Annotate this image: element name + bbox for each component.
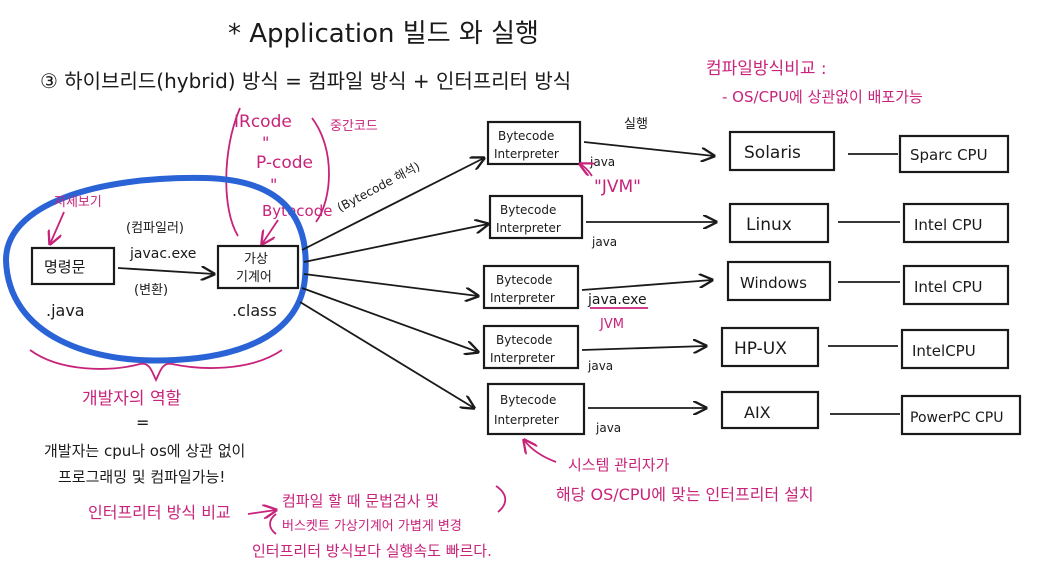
os-box-1 — [728, 130, 836, 172]
class-box — [216, 244, 300, 290]
fan-arrow-4 — [301, 287, 478, 352]
compile-compare-title: 컴파일방식비교 : — [706, 59, 827, 79]
interp-compare-line1: 컴파일 할 때 문법검사 및 — [282, 492, 439, 510]
interpreter-1-line1: Bytecode — [498, 129, 554, 143]
cpu-label-3: Intel CPU — [914, 278, 982, 296]
interpreter-4-line2: Interpreter — [490, 351, 555, 365]
interpreter-box-4 — [482, 324, 580, 370]
class-box-line2: 기계어 — [236, 270, 272, 285]
interpreter-4-line1: Bytecode — [496, 333, 552, 347]
source-box — [30, 246, 116, 286]
os-box-2 — [728, 202, 830, 244]
fan-arrow-1 — [301, 158, 484, 251]
middle-code-label: 중간코드 — [330, 119, 378, 134]
compiler-label: (컴파일러) — [126, 221, 184, 236]
run-label: 실행 — [624, 116, 648, 132]
interpreter-3-line1: Bytecode — [496, 273, 552, 287]
interpreter-box-3 — [482, 264, 580, 310]
interpreter-3-line2: Interpreter — [490, 291, 555, 305]
developer-scope-ellipse — [2, 174, 309, 364]
interpreter-box-2 — [488, 194, 584, 240]
interp-compare-arrow — [247, 510, 276, 514]
fan-arrow-5 — [299, 301, 474, 408]
os-arrow-4 — [581, 346, 706, 350]
jvm-quote: "JVM" — [594, 177, 641, 197]
os-label-4: HP-UX — [734, 339, 787, 359]
os-arrow-3 — [581, 280, 712, 291]
ir-code-label: IRcode — [234, 112, 292, 132]
interp-compare-line3: 인터프리터 방식보다 실행속도 빠르다. — [252, 542, 492, 560]
interpreter-box-1 — [486, 120, 582, 166]
os-box-3 — [726, 260, 832, 302]
ir-bracket-right — [311, 117, 330, 223]
developer-eq: = — [136, 413, 149, 432]
java-cmd-3: java.exe — [587, 292, 647, 308]
os-label-5: AIX — [744, 403, 771, 422]
paren-left — [269, 513, 277, 535]
interpreter-box-5 — [486, 382, 586, 436]
os-label-2: Linux — [746, 215, 792, 235]
java-cmd-5: java — [595, 421, 621, 435]
interpreter-1-line2: Interpreter — [494, 147, 559, 161]
source-ext: .java — [46, 301, 85, 320]
os-arrow-1 — [583, 141, 714, 156]
cpu-box-3 — [902, 264, 1010, 306]
cpu-box-1 — [898, 134, 1010, 174]
cpu-box-5 — [900, 394, 1022, 436]
cpu-box-4 — [900, 328, 1010, 370]
fan-arrow-3 — [303, 273, 478, 296]
javac-label: javac.exe — [129, 246, 196, 262]
class-ext: .class — [232, 301, 277, 320]
system-note-line1: 시스템 관리자가 — [568, 456, 670, 474]
java-cmd-2: java — [591, 235, 617, 249]
java-cmd-4: java — [587, 359, 613, 373]
edit-note: 저세보기 — [54, 195, 102, 210]
cpu-label-4: IntelCPU — [912, 342, 976, 360]
cpu-label-1: Sparc CPU — [910, 146, 988, 164]
pcode-label: P-code — [256, 153, 313, 173]
jvm-under-label: JVM — [599, 317, 624, 332]
cpu-box-2 — [902, 202, 1010, 244]
paren-right — [495, 485, 507, 513]
source-box-label: 명령문 — [44, 258, 86, 276]
bytecode-interpret-label: (Bytecode 해석) — [335, 159, 422, 214]
developer-line2: 프로그래밍 및 컴파일가능! — [58, 468, 225, 486]
class-box-line1: 가상 — [244, 252, 268, 267]
interp-compare-line2: 버스켓트 가상기계어 가볍게 변경 — [282, 519, 462, 534]
compile-arrow — [117, 268, 214, 274]
developer-brace — [29, 349, 283, 383]
interpreter-5-line2: Interpreter — [494, 413, 559, 427]
developer-line1: 개발자는 cpu나 os에 상관 없이 — [44, 442, 245, 460]
system-note-line2: 해당 OS/CPU에 맞는 인터프리터 설치 — [556, 485, 814, 504]
interpreter-2-line1: Bytecode — [500, 203, 556, 217]
page-title: * Application 빌드 와 실행 — [228, 19, 539, 49]
cpu-label-5: PowerPC CPU — [910, 410, 1003, 426]
jvm-arrow — [580, 164, 592, 177]
os-label-3: Windows — [740, 274, 807, 292]
cpu-label-2: Intel CPU — [914, 216, 982, 234]
interpreter-5-line1: Bytecode — [500, 393, 556, 407]
interpreter-2-line2: Interpreter — [496, 221, 561, 235]
ir-ditto-1: " — [262, 133, 269, 152]
fan-arrow-2 — [303, 224, 488, 263]
convert-label: (변환) — [134, 283, 168, 298]
bytecode-label: Bytecode — [262, 202, 332, 220]
hybrid-subtitle: ③ 하이브리드(hybrid) 방식 = 컴파일 방식 + 인터프리터 방식 — [40, 69, 571, 93]
java-cmd-1: java — [589, 155, 615, 169]
ir-ditto-2: " — [270, 175, 277, 194]
interp-compare-label: 인터프리터 방식 비교 — [88, 503, 231, 522]
developer-role: 개발자의 역할 — [82, 389, 182, 409]
os-label-1: Solaris — [744, 143, 801, 163]
edit-arrow — [50, 211, 65, 244]
ir-arrow — [262, 219, 279, 244]
os-box-4 — [720, 326, 820, 368]
system-note-arrow — [524, 440, 557, 463]
os-box-5 — [720, 390, 820, 430]
compile-compare-line: - OS/CPU에 상관없이 배포가능 — [722, 88, 923, 106]
